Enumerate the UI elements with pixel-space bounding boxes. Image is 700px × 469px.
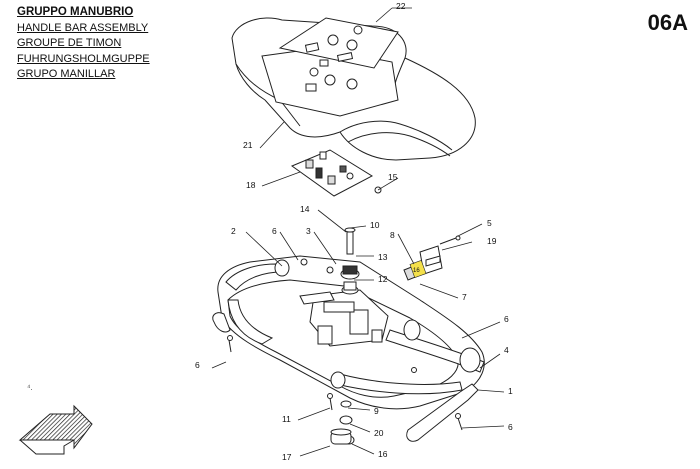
callout-22: 22	[396, 1, 406, 11]
callout-15: 15	[388, 172, 398, 182]
highlight-marker: 16	[409, 259, 427, 279]
callout-13: 13	[378, 252, 388, 262]
title-english: HANDLE BAR ASSEMBLY	[17, 21, 149, 34]
callout-21: 21	[243, 140, 253, 150]
callout-6-top: 6	[272, 226, 277, 236]
callout-7: 7	[462, 292, 467, 302]
title-spanish: GRUPO MANILLAR	[17, 68, 116, 81]
callout-14: 14	[300, 204, 310, 214]
leader-lines	[211, 7, 505, 457]
callout-17: 17	[282, 452, 292, 462]
title-german: FUHRUNGSHOLMGUPPE	[17, 52, 150, 65]
bracket-19	[403, 235, 461, 281]
callout-18: 18	[246, 180, 256, 190]
callout-5: 5	[487, 218, 492, 228]
page-code: 06A	[647, 10, 688, 35]
callout-6-right: 6	[504, 314, 509, 324]
callout-19: 19	[487, 236, 497, 246]
handle-bar-cover	[231, 17, 476, 161]
callout-labels: 22 21 18 15 14 10 5 2 6 3 8 19 13 12 7 6…	[195, 1, 513, 462]
callout-10: 10	[370, 220, 380, 230]
control-board	[290, 149, 374, 197]
callout-3: 3	[306, 226, 311, 236]
callout-11: 11	[282, 414, 291, 424]
callout-1: 1	[508, 386, 513, 396]
callout-16: 16	[378, 449, 388, 459]
callout-8: 8	[390, 230, 395, 240]
callout-12: 12	[378, 274, 388, 284]
callout-9: 9	[374, 406, 379, 416]
direction-arrow	[18, 404, 93, 455]
screw-set	[227, 335, 463, 445]
callout-6-bottom: 6	[508, 422, 513, 432]
side-mark: ⁴.	[27, 383, 33, 392]
callout-2: 2	[231, 226, 236, 236]
base-frame	[212, 255, 485, 410]
title-italian: GRUPPO MANUBRIO	[17, 6, 134, 18]
title-french: GROUPE DE TIMON	[17, 37, 122, 50]
lever-handle	[406, 383, 479, 442]
callout-6-left: 6	[195, 360, 200, 370]
callout-4: 4	[504, 345, 509, 355]
highlight-label: 16	[413, 268, 420, 274]
title-block: GRUPPO MANUBRIO HANDLE BAR ASSEMBLY GROU…	[17, 5, 150, 83]
callout-20: 20	[374, 428, 384, 438]
